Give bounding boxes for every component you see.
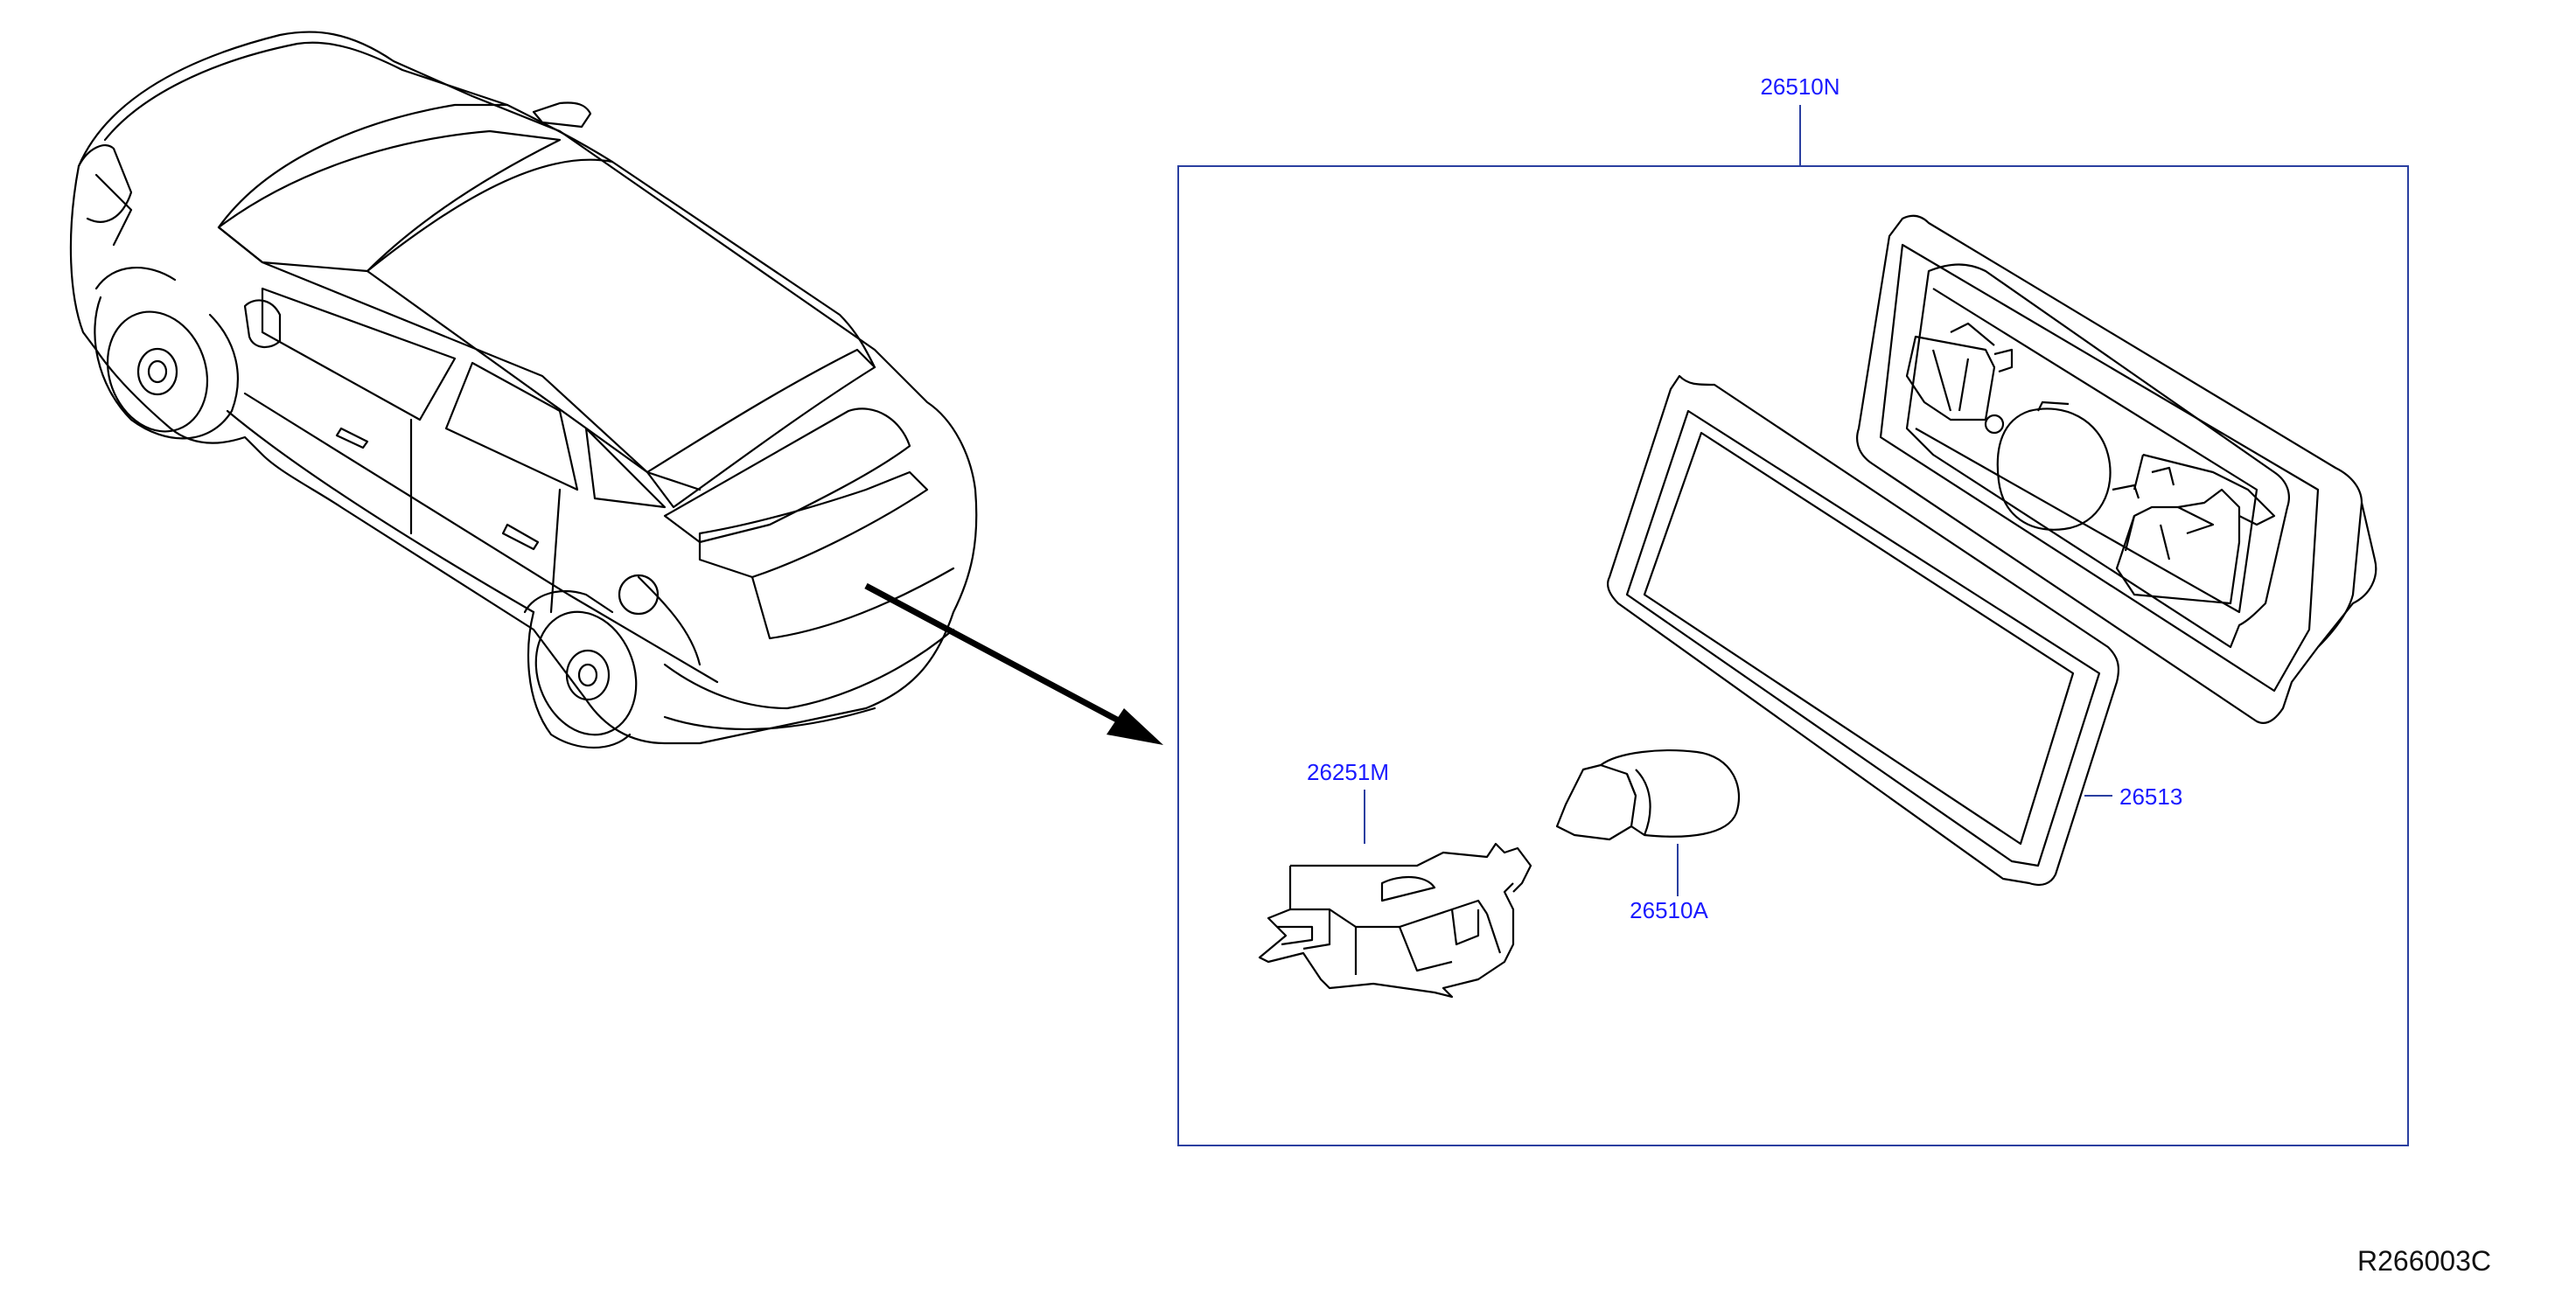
housing-part bbox=[1856, 214, 2377, 724]
bulb-part bbox=[1555, 749, 1741, 841]
lens-part-number: 26513 bbox=[2119, 783, 2182, 810]
assembly-part-number: 26510N bbox=[1760, 73, 1840, 100]
leader-lines bbox=[1364, 105, 2112, 896]
lens-part bbox=[1606, 374, 2120, 887]
pointer-arrow bbox=[864, 582, 1163, 745]
diagram-reference-code: R266003C bbox=[2357, 1245, 2491, 1277]
vehicle-illustration bbox=[69, 31, 978, 748]
socket-part bbox=[1258, 842, 1532, 999]
socket-part-number: 26251M bbox=[1307, 759, 1389, 785]
assembly-frame bbox=[1177, 165, 2409, 1146]
bulb-part-number: 26510A bbox=[1630, 897, 1708, 923]
